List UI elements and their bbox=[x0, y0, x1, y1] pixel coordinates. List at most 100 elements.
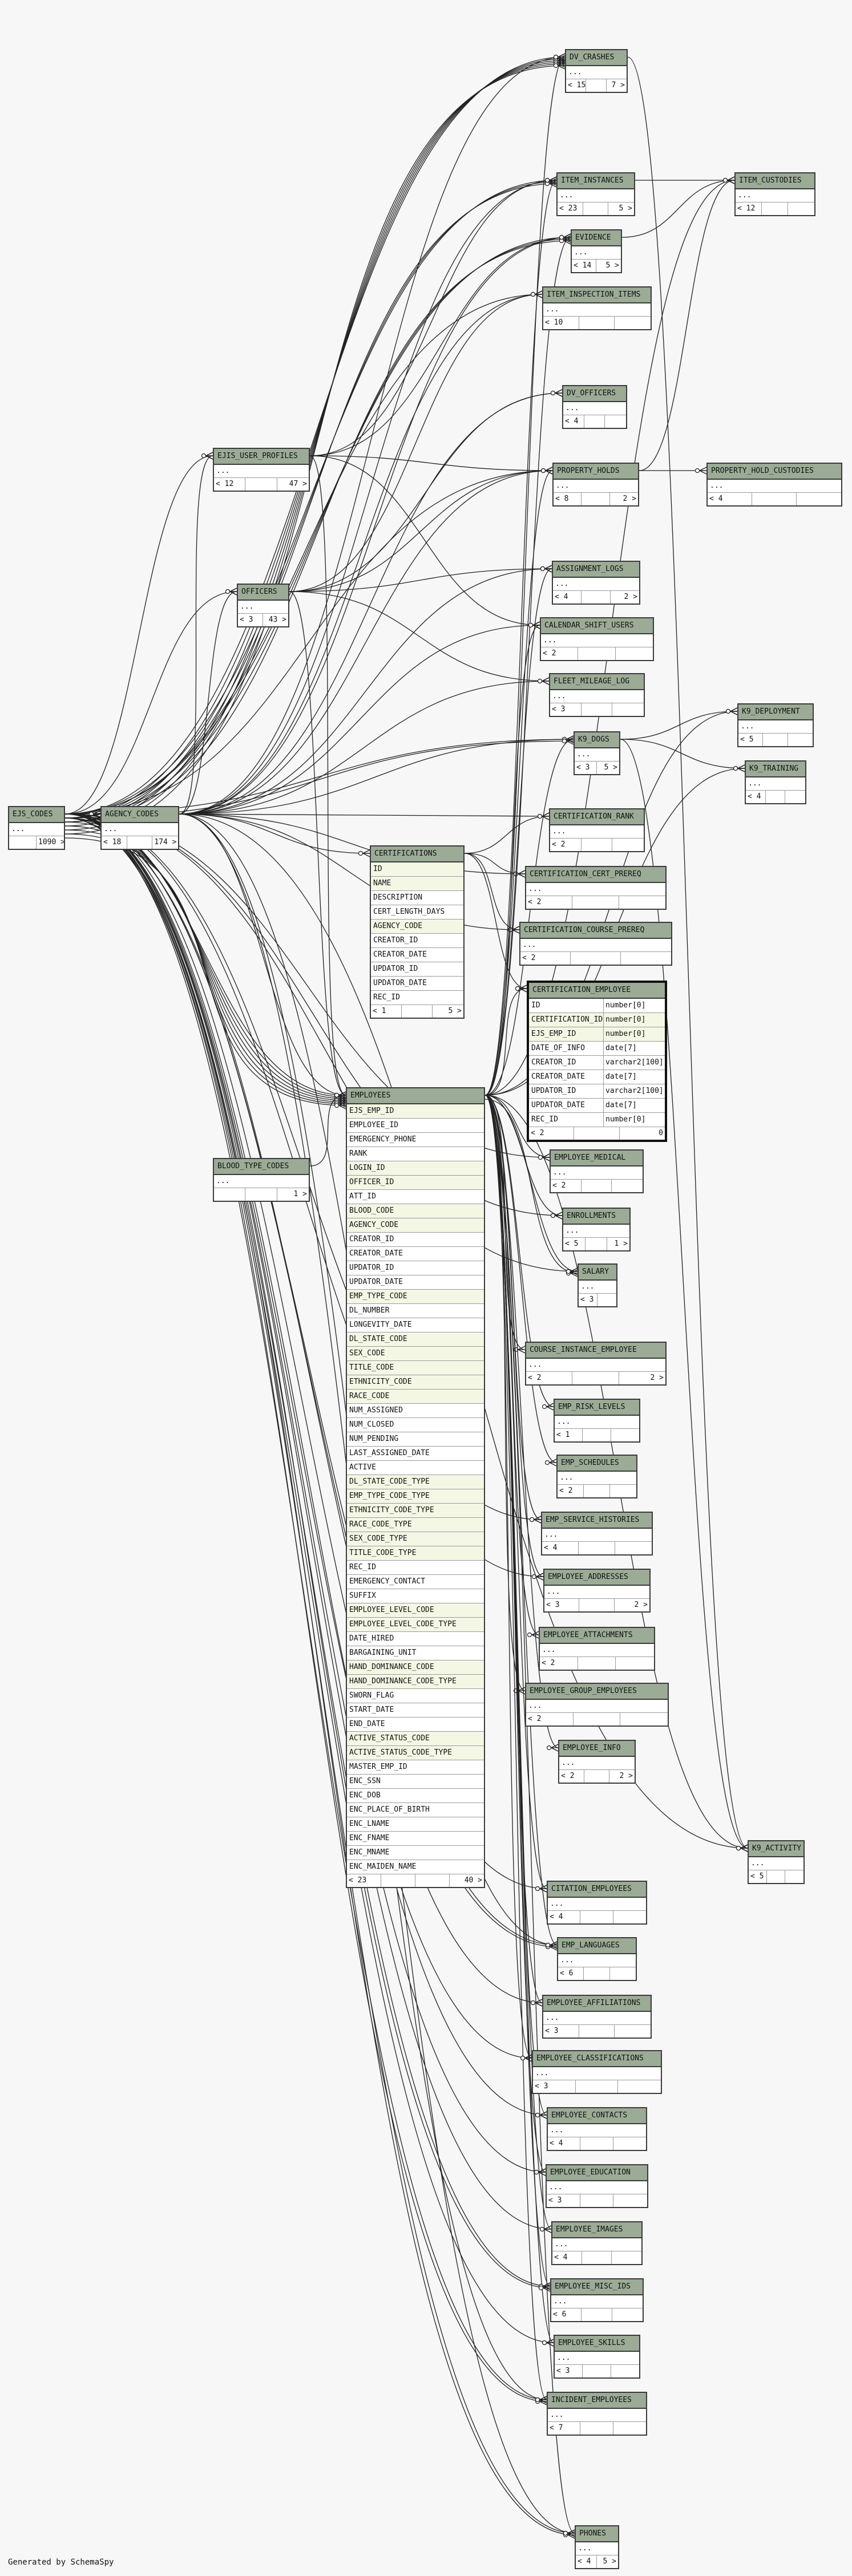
column-id[interactable]: ID bbox=[371, 862, 463, 877]
table-employee-contacts[interactable]: EMPLOYEE_CONTACTS...< 4 bbox=[547, 2107, 647, 2151]
column-agency-code[interactable]: AGENCY_CODE bbox=[347, 1218, 484, 1233]
table-title[interactable]: K9_ACTIVITY bbox=[749, 1841, 803, 1857]
column-emergency-phone[interactable]: EMERGENCY_PHONE bbox=[347, 1133, 484, 1147]
table-employee-education[interactable]: EMPLOYEE_EDUCATION...< 3 bbox=[546, 2164, 648, 2208]
table-title[interactable]: PROPERTY_HOLD_CUSTODIES bbox=[708, 464, 841, 480]
table-title[interactable]: COURSE_INSTANCE_EMPLOYEE bbox=[526, 1343, 665, 1359]
table-title[interactable]: DV_OFFICERS bbox=[563, 386, 626, 402]
table-title[interactable]: EMPLOYEE_GROUP_EMPLOYEES bbox=[526, 1684, 668, 1700]
column-enc-maiden-name[interactable]: ENC_MAIDEN_NAME bbox=[347, 1860, 484, 1874]
column-enc-dob[interactable]: ENC_DOB bbox=[347, 1789, 484, 1803]
column-sex-code[interactable]: SEX_CODE bbox=[347, 1347, 484, 1361]
table-title[interactable]: EMPLOYEES bbox=[347, 1088, 484, 1104]
column-agency-code[interactable]: AGENCY_CODE bbox=[371, 920, 463, 934]
table-employee-medical[interactable]: EMPLOYEE_MEDICAL...< 2 bbox=[550, 1149, 644, 1193]
column-num-closed[interactable]: NUM_CLOSED bbox=[347, 1418, 484, 1432]
column-ethnicity-code[interactable]: ETHNICITY_CODE bbox=[347, 1375, 484, 1390]
table-title[interactable]: CERTIFICATION_EMPLOYEE bbox=[529, 983, 665, 999]
table-title[interactable]: BLOOD_TYPE_CODES bbox=[214, 1159, 309, 1175]
table-certification-course-prereq[interactable]: CERTIFICATION_COURSE_PREREQ...< 2 bbox=[519, 922, 672, 966]
table-title[interactable]: EMP_LANGUAGES bbox=[558, 1938, 636, 1954]
table-title[interactable]: EMPLOYEE_AFFILIATIONS bbox=[543, 1996, 651, 2012]
table-title[interactable]: INCIDENT_EMPLOYEES bbox=[548, 2393, 646, 2409]
column-att-id[interactable]: ATT_ID bbox=[347, 1190, 484, 1204]
table-title[interactable]: CERTIFICATIONS bbox=[371, 846, 463, 862]
column-enc-fname[interactable]: ENC_FNAME bbox=[347, 1832, 484, 1846]
column-hand-dominance-code-type[interactable]: HAND_DOMINANCE_CODE_TYPE bbox=[347, 1675, 484, 1689]
column-blood-code[interactable]: BLOOD_CODE bbox=[347, 1204, 484, 1218]
table-title[interactable]: EMPLOYEE_MEDICAL bbox=[551, 1151, 643, 1167]
column-updator-date[interactable]: UPDATOR_DATE bbox=[347, 1275, 484, 1290]
column-dl-state-code[interactable]: DL_STATE_CODE bbox=[347, 1332, 484, 1347]
table-incident-employees[interactable]: INCIDENT_EMPLOYEES...< 7 bbox=[547, 2392, 647, 2436]
column-updator-id[interactable]: UPDATOR_ID bbox=[371, 962, 463, 977]
table-title[interactable]: EMP_SERVICE_HISTORIES bbox=[542, 1513, 652, 1529]
table-title[interactable]: ITEM_INSPECTION_ITEMS bbox=[543, 287, 651, 303]
table-k9-deployment[interactable]: K9_DEPLOYMENT...< 5 bbox=[737, 703, 814, 747]
column-title-code-type[interactable]: TITLE_CODE_TYPE bbox=[347, 1546, 484, 1561]
column-hand-dominance-code[interactable]: HAND_DOMINANCE_CODE bbox=[347, 1660, 484, 1675]
column-active[interactable]: ACTIVE bbox=[347, 1461, 484, 1475]
table-title[interactable]: EVIDENCE bbox=[572, 230, 621, 246]
column-race-code-type[interactable]: RACE_CODE_TYPE bbox=[347, 1518, 484, 1532]
column-rec-id[interactable]: REC_ID bbox=[347, 1561, 484, 1575]
table-title[interactable]: K9_TRAINING bbox=[746, 762, 805, 777]
table-citation-employees[interactable]: CITATION_EMPLOYEES...< 4 bbox=[547, 1881, 647, 1925]
column-employee-level-code-type[interactable]: EMPLOYEE_LEVEL_CODE_TYPE bbox=[347, 1618, 484, 1632]
table-title[interactable]: EJIS_USER_PROFILES bbox=[214, 449, 309, 465]
table-title[interactable]: PHONES bbox=[576, 2526, 618, 2542]
table-title[interactable]: K9_DOGS bbox=[575, 732, 619, 748]
table-emp-service-histories[interactable]: EMP_SERVICE_HISTORIES...< 4 bbox=[541, 1512, 653, 1556]
column-rank[interactable]: RANK bbox=[347, 1147, 484, 1161]
table-title[interactable]: FLEET_MILEAGE_LOG bbox=[550, 674, 644, 690]
table-title[interactable]: OFFICERS bbox=[238, 585, 288, 601]
table-employee-images[interactable]: EMPLOYEE_IMAGES...< 4 bbox=[551, 2221, 643, 2265]
table-title[interactable]: EMPLOYEE_ATTACHMENTS bbox=[540, 1628, 654, 1644]
column-end-date[interactable]: END_DATE bbox=[347, 1718, 484, 1732]
column-employee-level-code[interactable]: EMPLOYEE_LEVEL_CODE bbox=[347, 1603, 484, 1618]
column-creator-id[interactable]: CREATOR_ID bbox=[371, 934, 463, 948]
column-name[interactable]: NAME bbox=[371, 877, 463, 891]
column-creator-id[interactable]: CREATOR_ID bbox=[347, 1233, 484, 1247]
column-updator-date[interactable]: UPDATOR_DATE bbox=[371, 977, 463, 991]
table-emp-languages[interactable]: EMP_LANGUAGES...< 6 bbox=[557, 1937, 637, 1981]
column-num-pending[interactable]: NUM_PENDING bbox=[347, 1432, 484, 1447]
table-title[interactable]: PROPERTY_HOLDS bbox=[554, 464, 638, 480]
table-title[interactable]: EMPLOYEE_EDUCATION bbox=[547, 2165, 647, 2181]
table-employee-affiliations[interactable]: EMPLOYEE_AFFILIATIONS...< 3 bbox=[542, 1995, 652, 2039]
table-employee-misc-ids[interactable]: EMPLOYEE_MISC_IDS...< 6 bbox=[550, 2278, 644, 2322]
table-title[interactable]: ENROLLMENTS bbox=[563, 1209, 629, 1225]
column-active-status-code[interactable]: ACTIVE_STATUS_CODE bbox=[347, 1732, 484, 1746]
column-officer-id[interactable]: OFFICER_ID bbox=[347, 1176, 484, 1190]
column-sex-code-type[interactable]: SEX_CODE_TYPE bbox=[347, 1532, 484, 1546]
table-salary[interactable]: SALARY...< 3 bbox=[578, 1263, 617, 1307]
table-title[interactable]: AGENCY_CODES bbox=[102, 807, 178, 823]
table-employee-skills[interactable]: EMPLOYEE_SKILLS...< 3 bbox=[554, 2335, 640, 2379]
table-item-inspection-items[interactable]: ITEM_INSPECTION_ITEMS...< 10 bbox=[542, 286, 652, 330]
table-title[interactable]: CERTIFICATION_CERT_PREREQ bbox=[526, 867, 665, 883]
column-start-date[interactable]: START_DATE bbox=[347, 1703, 484, 1718]
table-title[interactable]: ITEM_CUSTODIES bbox=[736, 173, 814, 189]
table-title[interactable]: CERTIFICATION_RANK bbox=[550, 809, 644, 825]
table-certification-cert-prereq[interactable]: CERTIFICATION_CERT_PREREQ...< 2 bbox=[525, 866, 667, 910]
table-title[interactable]: EMPLOYEE_SKILLS bbox=[555, 2336, 639, 2352]
table-blood-type-codes[interactable]: BLOOD_TYPE_CODES...1 > bbox=[213, 1158, 310, 1202]
